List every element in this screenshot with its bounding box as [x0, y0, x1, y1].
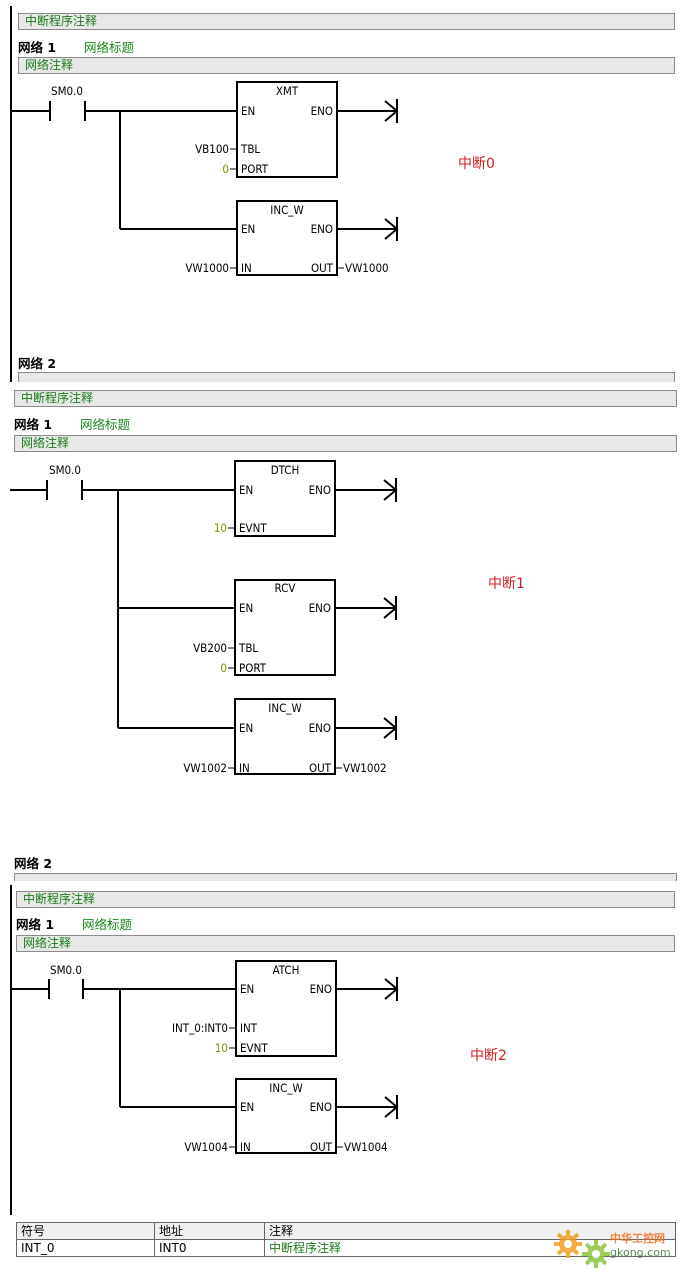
- operand-evnt[interactable]: 10: [214, 521, 227, 535]
- pin-in: IN: [241, 261, 252, 275]
- operand-evnt[interactable]: 10: [215, 1041, 228, 1055]
- pin-eno: ENO: [310, 1100, 332, 1114]
- network-comment-bar[interactable]: 网络注释: [14, 435, 677, 452]
- box-title-inc-w: INC_W: [268, 701, 301, 715]
- pin-int: INT: [240, 1021, 258, 1035]
- ladder-panel-3: 中断程序注释 网络 1 网络标题 网络注释 SM0.0 ATCH: [0, 885, 687, 1280]
- network-title[interactable]: 网络标题: [80, 417, 131, 432]
- column-header-address[interactable]: 地址: [154, 1222, 265, 1240]
- pin-evnt: EVNT: [240, 1041, 268, 1055]
- ladder-network-3: SM0.0 ATCH EN ENO INT INT_0:INT0 EVNT 10…: [12, 960, 399, 1154]
- pin-en: EN: [240, 982, 254, 996]
- network-2-bar: [14, 873, 677, 881]
- pin-eno: ENO: [310, 982, 332, 996]
- network-comment-bar[interactable]: 网络注释: [18, 57, 675, 74]
- operand-out[interactable]: VW1000: [345, 261, 389, 275]
- operand-tbl[interactable]: VB100: [195, 142, 229, 156]
- pin-eno: ENO: [311, 222, 333, 236]
- operand-in[interactable]: VW1000: [185, 261, 229, 275]
- box-title-inc-w: INC_W: [269, 1081, 302, 1095]
- annotation-note: 中断1: [488, 576, 525, 592]
- pin-in: IN: [240, 1140, 251, 1154]
- pin-en: EN: [240, 1100, 254, 1114]
- column-header-symbol[interactable]: 符号: [16, 1222, 155, 1240]
- pin-eno: ENO: [311, 104, 333, 118]
- pin-port: PORT: [241, 162, 269, 176]
- operand-in[interactable]: VW1002: [183, 761, 227, 775]
- contact-label: SM0.0: [49, 463, 81, 477]
- network-2-label[interactable]: 网络 2: [18, 356, 57, 371]
- contact-label: SM0.0: [51, 84, 83, 98]
- address-cell[interactable]: INT0: [154, 1239, 265, 1257]
- left-power-rail: [10, 6, 12, 382]
- operand-port[interactable]: 0: [222, 162, 229, 176]
- pin-tbl: TBL: [238, 641, 258, 655]
- operand-out[interactable]: VW1002: [343, 761, 387, 775]
- watermark-text: 中华工控网: [610, 1232, 665, 1245]
- pin-en: EN: [239, 721, 253, 735]
- network-title[interactable]: 网络标题: [82, 917, 133, 932]
- contact-label: SM0.0: [50, 963, 82, 977]
- box-title-xmt: XMT: [276, 84, 299, 98]
- gear-icon: [554, 1230, 610, 1268]
- pin-out: OUT: [311, 261, 334, 275]
- program-comment-bar[interactable]: 中断程序注释: [18, 13, 675, 30]
- pin-in: IN: [239, 761, 250, 775]
- pin-tbl: TBL: [240, 142, 260, 156]
- box-title-dtch: DTCH: [271, 463, 300, 477]
- operand-port[interactable]: 0: [220, 661, 227, 675]
- network-label[interactable]: 网络 1: [18, 40, 57, 55]
- watermark-logo: 中华工控网 gkong.com: [552, 1222, 682, 1272]
- table-row[interactable]: INT_0 INT0 中断程序注释: [16, 1239, 676, 1257]
- network-2-label[interactable]: 网络 2: [14, 856, 53, 871]
- column-header-comment[interactable]: 注释: [264, 1222, 676, 1240]
- ladder-network-2: SM0.0 DTCH EN ENO EVNT 10 RCV EN ENO TBL…: [10, 460, 398, 775]
- ladder-panel-2: 中断程序注释 网络 1 网络标题 网络注释: [0, 385, 687, 885]
- program-comment-bar[interactable]: 中断程序注释: [14, 390, 677, 407]
- network-label[interactable]: 网络 1: [14, 417, 53, 432]
- pin-en: EN: [241, 104, 255, 118]
- operand-tbl[interactable]: VB200: [193, 641, 227, 655]
- network-label[interactable]: 网络 1: [16, 917, 55, 932]
- watermark-url: gkong.com: [610, 1246, 671, 1259]
- pin-eno: ENO: [309, 601, 331, 615]
- pin-eno: ENO: [309, 483, 331, 497]
- symbol-table-header: 符号 地址 注释: [16, 1222, 676, 1240]
- ladder-network-1: SM0.0 XMT EN ENO TBL VB100 PORT 0 INC_W …: [12, 81, 399, 276]
- operand-int[interactable]: INT_0:INT0: [172, 1021, 228, 1035]
- network-comment-bar[interactable]: 网络注释: [16, 935, 675, 952]
- network-title[interactable]: 网络标题: [84, 40, 135, 55]
- symbol-table: 符号 地址 注释 INT_0 INT0 中断程序注释: [16, 1222, 676, 1257]
- operand-in[interactable]: VW1004: [184, 1140, 228, 1154]
- program-comment-bar[interactable]: 中断程序注释: [16, 891, 675, 908]
- pin-en: EN: [239, 601, 253, 615]
- annotation-note: 中断2: [470, 1048, 507, 1064]
- symbol-cell[interactable]: INT_0: [16, 1239, 155, 1257]
- pin-port: PORT: [239, 661, 267, 675]
- pin-out: OUT: [309, 761, 332, 775]
- pin-out: OUT: [310, 1140, 333, 1154]
- pin-en: EN: [239, 483, 253, 497]
- pin-evnt: EVNT: [239, 521, 267, 535]
- pin-eno: ENO: [309, 721, 331, 735]
- annotation-note: 中断0: [458, 156, 495, 172]
- box-title-atch: ATCH: [273, 963, 300, 977]
- box-title-rcv: RCV: [275, 581, 296, 595]
- box-title-inc-w: INC_W: [270, 203, 303, 217]
- ladder-panel-1: 中断程序注释 网络 1 网络标题 网络注释 SM0.0 XMT: [0, 0, 687, 382]
- pin-en: EN: [241, 222, 255, 236]
- operand-out[interactable]: VW1004: [344, 1140, 388, 1154]
- network-2-bar: [18, 372, 675, 382]
- left-power-rail: [10, 885, 12, 1215]
